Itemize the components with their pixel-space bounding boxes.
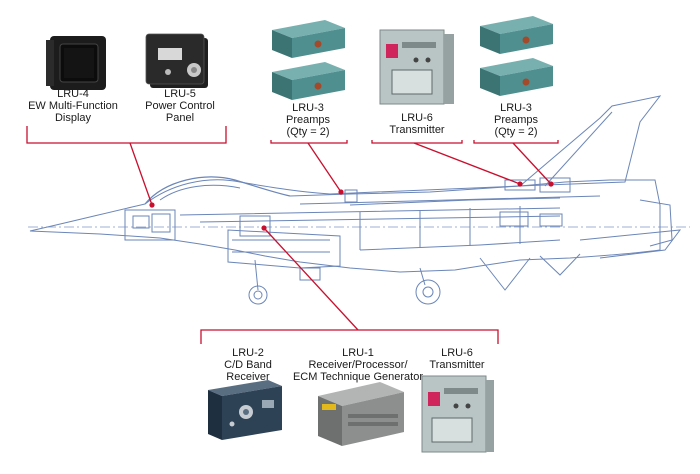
callout-lines — [26, 126, 559, 344]
callout-dots — [149, 181, 554, 231]
lru4-name-line1: EW Multi-Function — [28, 100, 118, 112]
lru3-left-name: Preamps — [285, 114, 331, 126]
lru1-label: LRU-1 Receiver/Processor/ ECM Technique … — [288, 347, 428, 383]
lru5-id: LRU-5 — [164, 88, 196, 100]
lru2-id: LRU-2 — [232, 347, 264, 359]
lru3-preamp-right-bottom — [480, 58, 553, 96]
lru2-receiver-image — [208, 380, 282, 440]
lru5-panel-image — [145, 33, 208, 88]
lru4-label: LRU-4 EW Multi-Function Display — [18, 88, 128, 124]
lru6-transmitter-bottom-image — [421, 375, 494, 453]
lru4-name-line2: Display — [54, 112, 92, 124]
lru6-top-id: LRU-6 — [401, 112, 433, 124]
lru2-name-line1: C/D Band — [224, 359, 272, 371]
lru6-bottom-label: LRU-6 Transmitter — [412, 347, 502, 371]
lru3-right-label: LRU-3 Preamps (Qty = 2) — [476, 102, 556, 138]
lru1-id: LRU-1 — [342, 347, 374, 359]
lru3-right-name: Preamps — [493, 114, 539, 126]
lru6-top-label: LRU-6 Transmitter — [372, 112, 462, 136]
lru1-name-line2: ECM Technique Generator — [292, 371, 424, 383]
lru5-name-line2: Panel — [165, 112, 195, 124]
lru2-label: LRU-2 C/D Band Receiver — [200, 347, 296, 383]
lru6-top-name: Transmitter — [389, 124, 445, 136]
lru6-transmitter-top-image — [379, 29, 454, 105]
lru6-bottom-id: LRU-6 — [441, 347, 473, 359]
lru4-id: LRU-4 — [57, 88, 89, 100]
lru3-left-id: LRU-3 — [292, 102, 324, 114]
lru3-preamp-left-top — [272, 20, 345, 58]
lru3-right-id: LRU-3 — [500, 102, 532, 114]
aircraft-outline — [28, 95, 690, 305]
lru6-bottom-name: Transmitter — [429, 359, 485, 371]
lru3-right-qty: (Qty = 2) — [494, 126, 538, 138]
lru5-name-line1: Power Control — [145, 100, 215, 112]
lru3-preamp-right-top — [480, 16, 553, 54]
lru5-label: LRU-5 Power Control Panel — [130, 88, 230, 124]
lru3-preamp-left-bottom — [272, 62, 345, 100]
lru1-name-line1: Receiver/Processor/ — [308, 359, 408, 371]
lru1-processor-image — [318, 382, 404, 446]
lru2-name-line2: Receiver — [226, 371, 270, 383]
lru4-display-image — [46, 36, 106, 90]
lru3-left-qty: (Qty = 2) — [286, 126, 330, 138]
lru3-left-label: LRU-3 Preamps (Qty = 2) — [268, 102, 348, 138]
